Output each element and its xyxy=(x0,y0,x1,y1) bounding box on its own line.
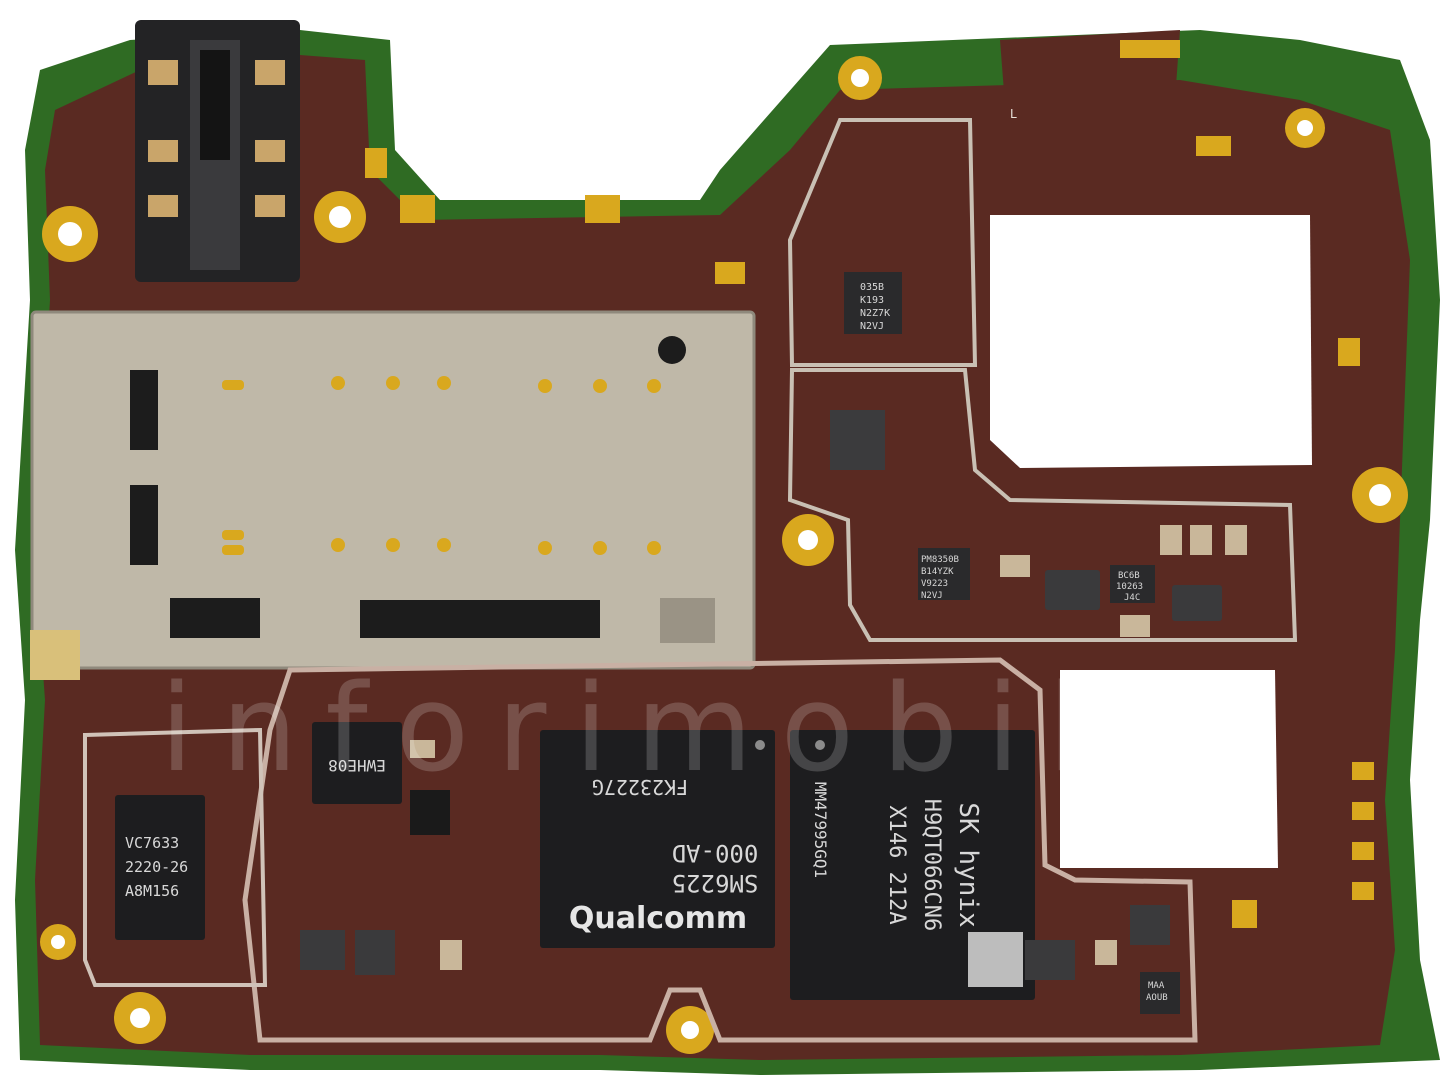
soc-brand: Qualcomm xyxy=(569,901,747,936)
tiny-label-1: MAA xyxy=(1148,981,1165,991)
regulator-chip xyxy=(1110,565,1155,603)
pmic-1-label-1: PM8350B xyxy=(921,555,959,565)
pmic-1-label-3: V9223 xyxy=(921,579,948,589)
memory-chip xyxy=(790,730,1035,1000)
tiny-chip xyxy=(1140,972,1180,1014)
memory-label-3: X146 212A xyxy=(884,805,909,924)
pmic-1-label-4: N2VJ xyxy=(921,591,943,601)
shield-frame-pa xyxy=(83,727,268,987)
small-chip xyxy=(312,722,402,804)
pa-label-3: A8M156 xyxy=(125,882,179,900)
pmic-2 xyxy=(844,272,902,334)
watermark: inforimobile xyxy=(160,660,1211,799)
tiny-label-2: AOUB xyxy=(1146,993,1168,1003)
pmic-2-label-2: K193 xyxy=(860,295,884,306)
pa-label-1: VC7633 xyxy=(125,834,179,852)
soc-label-3: SM6225 xyxy=(672,869,759,897)
bga-chip xyxy=(830,410,885,470)
audio-jack xyxy=(135,20,300,282)
pmic-1 xyxy=(918,548,970,600)
memory-label-2: H9QT066CN6 xyxy=(919,799,944,931)
soc-label-1: FK23227G xyxy=(592,775,688,799)
pmic-2-label-3: N2Z7K xyxy=(860,308,890,319)
cutout-top-right xyxy=(990,215,1312,468)
soc-chip xyxy=(540,730,775,948)
regulator-label-1: BC6B xyxy=(1118,571,1140,581)
small-chip-label: EWHE08 xyxy=(328,756,386,775)
gold-pads xyxy=(365,40,1374,928)
pa-label-2: 2220-26 xyxy=(125,858,188,876)
shield-frame-lower xyxy=(242,657,1198,1043)
pa-chip xyxy=(115,795,205,940)
pmic-1-label-2: B14YZK xyxy=(921,567,954,577)
passives xyxy=(300,570,1222,980)
soc-label-2: 000-AD xyxy=(672,839,759,867)
mounting-holes xyxy=(40,56,1408,1054)
sim-contacts xyxy=(222,376,661,555)
tan-passives xyxy=(410,525,1247,970)
memory-label-4: MM47995GQ1 xyxy=(811,782,830,878)
regulator-label-3: J4C xyxy=(1124,593,1140,603)
cutout-mid-right xyxy=(1060,670,1278,868)
memory-brand: SK hynix xyxy=(953,802,983,927)
shield-frame-upper xyxy=(787,118,1298,642)
pmic-2-label-1: 035B xyxy=(860,282,884,293)
sim-tray xyxy=(30,310,756,680)
silkscreen-l: L xyxy=(1010,107,1017,121)
pmic-2-label-4: N2VJ xyxy=(860,321,884,332)
regulator-label-2: 10263 xyxy=(1116,582,1143,592)
